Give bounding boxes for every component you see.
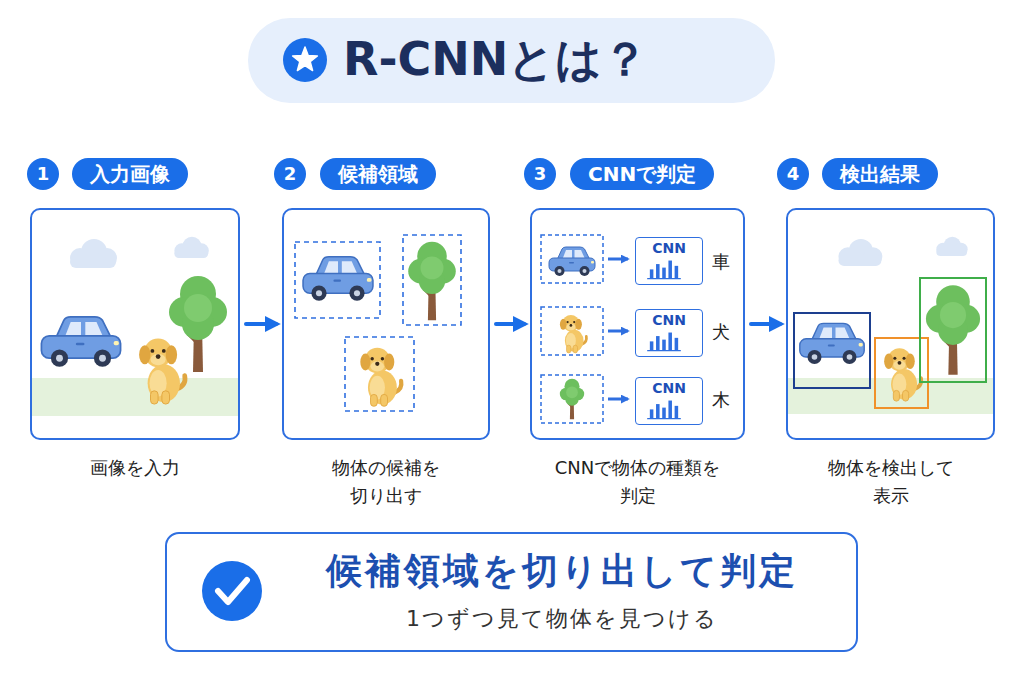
cnn-box: CNN — [635, 377, 703, 425]
class-label: 犬 — [712, 320, 730, 344]
step-panel: 候補領域物体の候補を 切り出す — [282, 208, 490, 440]
page-title: R-CNNとは？ — [343, 28, 648, 90]
cnn-box: CNN — [635, 309, 703, 357]
car — [41, 317, 120, 367]
class-label: 車 — [712, 250, 730, 274]
step-heading: 候補領域 — [320, 158, 436, 190]
step-caption: CNNで物体の種類を 判定 — [538, 454, 738, 510]
bar-chart-icon — [647, 261, 681, 279]
flow-arrow — [751, 322, 780, 326]
tree — [169, 276, 227, 372]
summary-box: 候補領域を切り出して判定 1つずつ見て物体を見つける — [165, 532, 858, 652]
crop-arrow — [608, 258, 628, 261]
car — [303, 257, 373, 301]
cloud — [70, 239, 117, 268]
dog — [884, 348, 921, 401]
tree — [560, 379, 584, 419]
candidate-scene — [295, 235, 461, 411]
crop-box — [541, 235, 603, 283]
cnn-label: CNN — [636, 311, 702, 329]
summary-title: 候補領域を切り出して判定 — [326, 548, 798, 594]
candidate-box — [403, 235, 461, 325]
tree — [408, 242, 456, 321]
bar-chart-icon — [647, 333, 681, 351]
flow-arrow — [246, 322, 276, 326]
crop-arrow — [608, 398, 628, 401]
step-heading: CNNで判定 — [570, 158, 714, 190]
cnn-box: CNN — [635, 237, 703, 285]
step-caption: 物体を検出して 表示 — [822, 454, 960, 510]
result-scene — [788, 237, 993, 414]
dog — [560, 315, 587, 353]
flow-arrow — [496, 322, 524, 326]
ground — [32, 378, 238, 416]
step-panel: 検出結果物体を検出して 表示 — [786, 208, 995, 440]
crop-box — [541, 307, 603, 355]
candidate-box — [345, 337, 414, 411]
summary-subtitle: 1つずつ見て物体を見つける — [406, 604, 718, 634]
car — [549, 247, 595, 276]
dog — [139, 339, 185, 405]
cloud — [936, 237, 967, 256]
step-heading: 検出結果 — [822, 158, 938, 190]
cnn-label: CNN — [636, 379, 702, 397]
title-pill — [248, 18, 775, 103]
step-caption: 画像を入力 — [35, 454, 235, 482]
step-number: 3 — [524, 158, 556, 190]
dog — [360, 348, 401, 407]
input-scene — [32, 237, 238, 416]
bar-chart-icon — [647, 401, 681, 419]
car — [800, 323, 864, 364]
step-number: 1 — [27, 158, 59, 190]
tree — [926, 285, 980, 375]
step-caption: 物体の候補を 切り出す — [319, 454, 454, 510]
class-label: 木 — [712, 388, 730, 412]
step-number: 4 — [777, 158, 809, 190]
cnn-label: CNN — [636, 239, 702, 257]
step-heading: 入力画像 — [72, 158, 188, 190]
check-icon — [202, 561, 262, 621]
cloud — [174, 237, 208, 258]
crop-arrow — [608, 330, 628, 333]
cloud — [838, 239, 882, 266]
step-panel: 入力画像画像を入力 — [30, 208, 240, 440]
detection-box — [920, 278, 986, 382]
step-number: 2 — [274, 158, 306, 190]
crop-box — [541, 375, 603, 423]
detection-box — [794, 313, 870, 388]
candidate-box — [295, 242, 380, 318]
